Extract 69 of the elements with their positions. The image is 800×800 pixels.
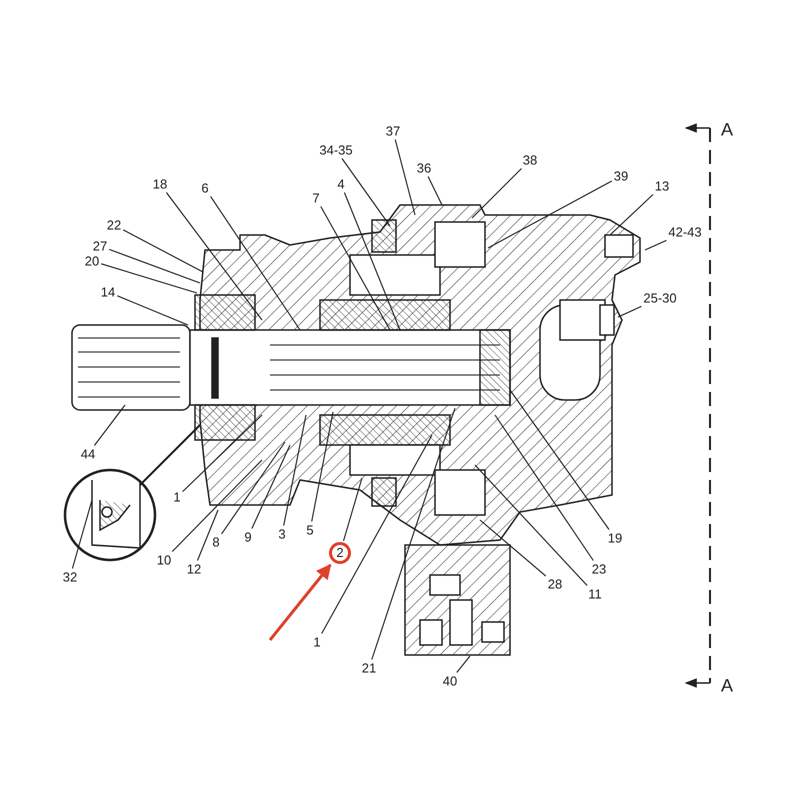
leader-line [342, 158, 390, 226]
leader-line [618, 306, 642, 318]
leader-line [342, 478, 363, 542]
callout-number: 14 [100, 284, 116, 300]
callout-number: 7 [311, 190, 321, 206]
leader-line [428, 176, 442, 206]
callout-number: 38 [522, 152, 538, 168]
callout-number: 6 [200, 180, 210, 196]
section-label: A [721, 120, 733, 140]
leader-line [197, 510, 218, 561]
callout-number: 3 [277, 526, 287, 542]
leader-line [221, 442, 286, 534]
leader-line [610, 194, 654, 236]
callout-number: 20 [84, 254, 100, 268]
callout-number: 18 [152, 176, 168, 192]
leader-line [182, 414, 262, 492]
callout-number: 4 [336, 176, 346, 192]
leader-line [283, 414, 307, 526]
callout-number: 19 [606, 530, 624, 546]
callout-number: 37 [384, 124, 402, 138]
arrow [268, 564, 332, 641]
callout-number: 5 [305, 522, 315, 538]
callout-number: 23 [590, 562, 608, 576]
leader-line [474, 464, 588, 586]
leader-line [456, 656, 470, 673]
callout-number: 1 [172, 490, 182, 504]
section-label: A [721, 676, 733, 696]
leader-line [251, 444, 290, 529]
leader-line [166, 192, 262, 320]
callout-number: 11 [587, 586, 603, 602]
callout-number: 9 [243, 530, 253, 544]
leader-line [510, 390, 610, 530]
leader-line [101, 263, 198, 294]
callout-number: 32 [62, 570, 78, 584]
callout-number: 8 [211, 534, 221, 550]
leader-line [311, 412, 334, 522]
leader-line [394, 139, 416, 216]
callout-number: 44 [80, 446, 96, 462]
leader-line [210, 196, 300, 330]
callout-number: 34-35 [318, 142, 354, 158]
leader-line [472, 168, 522, 218]
callout-number: 1 [312, 634, 322, 650]
leader-line [172, 460, 262, 552]
leader-line [344, 192, 400, 330]
callout-number: 21 [360, 660, 378, 676]
callout-number: 22 [106, 218, 122, 232]
callout-number: 39 [612, 168, 630, 184]
callout-number: 28 [546, 576, 564, 592]
callout-number: 40 [442, 674, 458, 688]
leader-line [321, 434, 432, 634]
callout-number: 12 [186, 562, 202, 576]
callout-number: 42-43 [667, 224, 703, 240]
leader-line [122, 229, 204, 272]
callout-number: 27 [92, 238, 108, 254]
leader-line [94, 404, 126, 446]
leader-line [109, 248, 200, 284]
leader-line [488, 180, 612, 248]
callout-number: 13 [654, 178, 670, 194]
callout-number: 25-30 [642, 290, 678, 306]
callout-number: 2 [329, 542, 351, 564]
leader-line [371, 408, 456, 660]
leader-line [320, 206, 390, 330]
leader-line [644, 240, 667, 250]
callout-number: 10 [156, 552, 172, 568]
callout-number: 36 [416, 160, 432, 176]
leader-line [480, 520, 546, 577]
leader-line [494, 414, 594, 561]
leader-line [72, 500, 93, 569]
leader-line [117, 295, 188, 326]
